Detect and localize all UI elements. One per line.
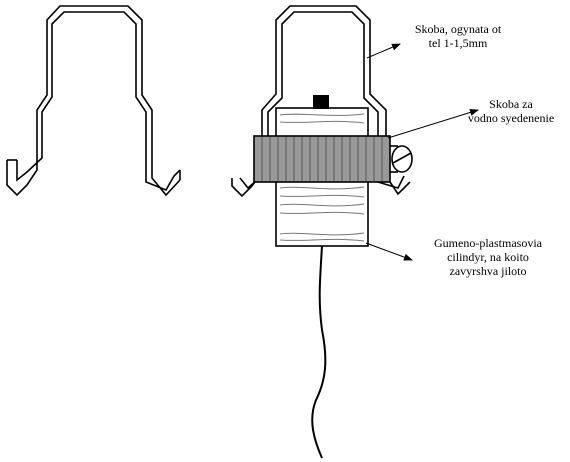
label-clamp: Skoba za vodno syedenenie bbox=[456, 97, 566, 125]
label-bracket: Skoba, ogynata ot tel 1-1,5mm bbox=[388, 22, 528, 50]
wire-bracket-standalone bbox=[6, 5, 181, 197]
label-cylinder-line-3: zavyrshva jiloto bbox=[449, 264, 527, 278]
clamp-screw bbox=[390, 145, 413, 173]
fishing-line bbox=[311, 245, 327, 459]
label-cylinder: Gumeno-plastmasovia cilindyr, na koito z… bbox=[418, 236, 558, 278]
water-connection-clamp bbox=[253, 135, 391, 183]
label-bracket-line-2: tel 1-1,5mm bbox=[428, 36, 488, 50]
label-cylinder-line-2: cilindyr, na koito bbox=[447, 250, 529, 264]
cylinder-texture bbox=[279, 113, 365, 242]
cylinder-top-knob bbox=[313, 95, 329, 109]
label-clamp-line-2: vodno syedenenie bbox=[467, 111, 555, 125]
leader-bracket bbox=[366, 43, 401, 59]
label-bracket-line-1: Skoba, ogynata ot bbox=[414, 22, 502, 36]
label-clamp-line-1: Skoba za bbox=[489, 97, 533, 111]
sinker-assembly bbox=[231, 5, 413, 459]
leader-clamp bbox=[387, 109, 479, 139]
label-cylinder-line-1: Gumeno-plastmasovia bbox=[434, 236, 542, 250]
leader-cylinder bbox=[365, 242, 413, 261]
clamp-ribs bbox=[261, 137, 383, 181]
